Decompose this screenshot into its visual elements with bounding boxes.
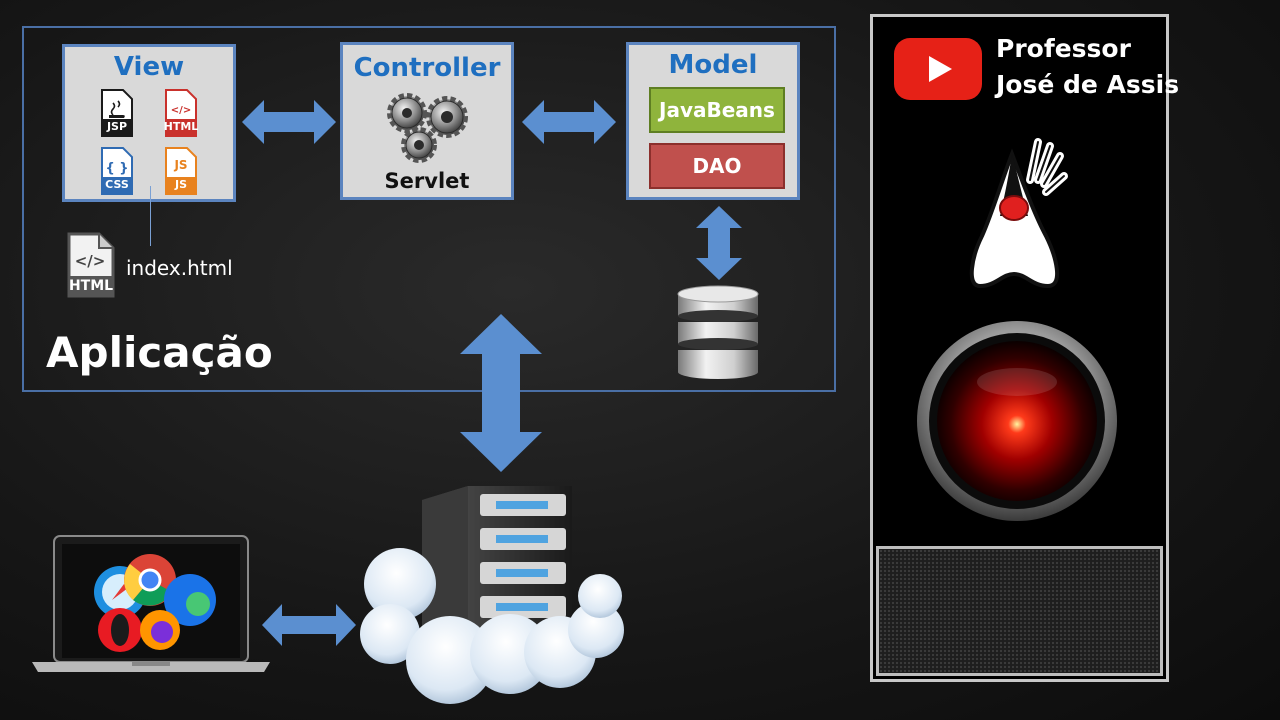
database-icon [677, 285, 759, 379]
html-label: HTML [163, 120, 199, 133]
channel-name-line2: José de Assis [996, 70, 1180, 99]
view-controller-arrow [242, 100, 336, 144]
javabeans-box: JavaBeans [649, 87, 785, 133]
js-label: JS [174, 178, 187, 191]
js-inner-label: JS [174, 158, 188, 172]
svg-text:{ }: { } [105, 161, 128, 176]
css-file-icon: { } CSS [99, 147, 135, 195]
gears-icon [387, 93, 468, 163]
dao-box: DAO [649, 143, 785, 189]
controller-model-arrow [522, 100, 616, 144]
jsp-file-icon: JSP [99, 89, 135, 137]
application-title: Aplicação [46, 328, 273, 377]
js-file-icon: JS JS [163, 147, 199, 195]
servlet-label: Servlet [384, 169, 470, 193]
cloud-server-icon [360, 486, 624, 704]
model-database-arrow [696, 206, 742, 280]
hal-eye-icon [917, 321, 1117, 521]
svg-text:</>: </> [171, 105, 191, 116]
client-server-arrow [262, 604, 356, 646]
app-server-arrow [460, 314, 542, 472]
index-html-file-icon: </> HTML [66, 232, 116, 298]
application-frame [22, 26, 836, 392]
channel-name-line1: Professor [996, 34, 1131, 63]
controller-title: Controller [353, 53, 501, 83]
index-html-label: index.html [126, 256, 233, 280]
youtube-play-icon [894, 38, 982, 100]
svg-text:</>: </> [75, 252, 106, 270]
view-title: View [113, 52, 185, 82]
view-index-connector [150, 186, 151, 246]
java-duke-icon [969, 138, 1068, 289]
html-file-icon: </> HTML [163, 89, 199, 137]
index-html-icon-label: HTML [68, 278, 114, 294]
view-card: View JSP </> HTML { } CSS JS [62, 44, 236, 202]
jsp-label: JSP [106, 120, 128, 133]
laptop-browsers-icon [32, 535, 270, 672]
controller-card: Controller Servlet [340, 42, 514, 200]
model-card: Model JavaBeans DAO [626, 42, 800, 200]
model-title: Model [668, 50, 758, 80]
speaker-grille [876, 546, 1163, 676]
css-label: CSS [105, 178, 129, 191]
